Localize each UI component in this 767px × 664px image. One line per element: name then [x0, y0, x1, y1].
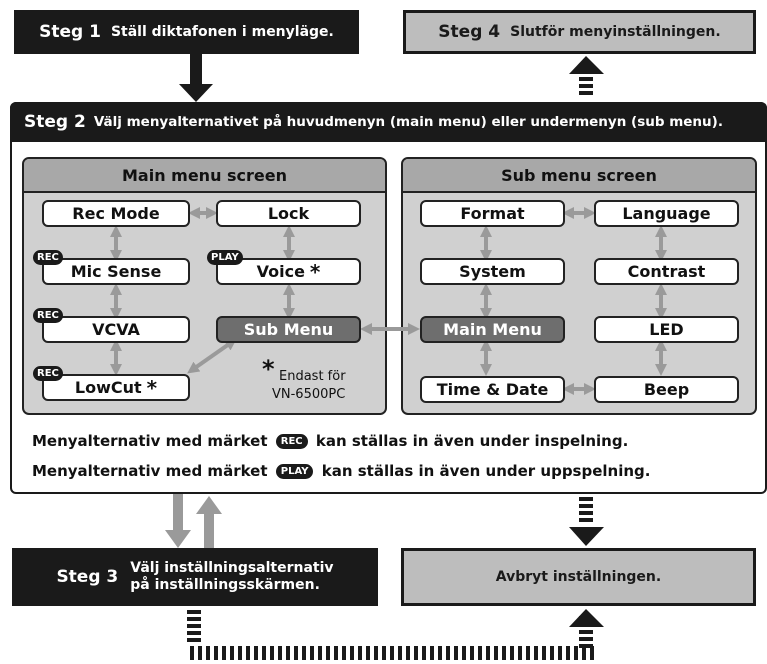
footnote-line2: VN-6500PC: [272, 387, 346, 402]
step1-text: Ställ diktafonen i menyläge.: [110, 24, 334, 40]
step1-box: Steg 1 Ställ diktafonen i menyläge.: [14, 10, 359, 54]
voice-asterisk: *: [309, 259, 321, 284]
lowcut-asterisk: *: [146, 375, 158, 400]
item-lock: Lock: [216, 200, 361, 227]
cancel-box: Avbryt inställningen.: [401, 548, 756, 606]
item-format: Format: [420, 200, 565, 227]
step2-header: Steg 2 Välj menyalternativet på huvudmen…: [10, 102, 767, 142]
step1-label: Steg 1: [39, 22, 101, 42]
item-led: LED: [594, 316, 739, 343]
arrow-step2-step3-down-shaft: [173, 494, 183, 532]
step3-text: Välj inställningsalternativ på inställni…: [130, 560, 333, 594]
item-lowcut: LowCut *: [42, 374, 190, 401]
item-main-menu-label: Main Menu: [443, 320, 542, 339]
item-sub-menu: Sub Menu: [216, 316, 361, 343]
item-system-label: System: [459, 262, 526, 281]
note-play-prefix: Menyalternativ med märket: [32, 462, 268, 480]
arrow-step3-cancel-head: [569, 609, 604, 627]
arrow-step3-cancel-dashes-down: [187, 610, 201, 642]
item-language: Language: [594, 200, 739, 227]
step2-label: Steg 2: [24, 112, 86, 132]
arrow-step2-step3-down-head: [165, 530, 191, 548]
arrow-step2-step4-head: [569, 56, 604, 74]
item-mic-sense-label: Mic Sense: [70, 262, 162, 281]
item-lowcut-label: LowCut: [74, 378, 142, 397]
item-sub-menu-label: Sub Menu: [243, 320, 334, 339]
item-mic-sense: Mic Sense: [42, 258, 190, 285]
step4-text: Slutför menyinställningen.: [510, 24, 721, 40]
step4-label: Steg 4: [438, 22, 501, 42]
step3-text-line2: på inställningsskärmen.: [130, 577, 320, 593]
item-time-date: Time & Date: [420, 376, 565, 403]
arrow-step2-cancel-head: [569, 527, 604, 546]
rec-badge-mic-sense: REC: [33, 250, 63, 265]
item-voice-label: Voice: [256, 262, 305, 281]
footnote-line1: Endast för: [279, 369, 346, 384]
item-rec-mode: Rec Mode: [42, 200, 190, 227]
arrow-step1-step2-head: [179, 84, 213, 102]
item-beep: Beep: [594, 376, 739, 403]
conn-lowcut-submenu: [187, 338, 237, 374]
item-led-label: LED: [649, 320, 684, 339]
arrow-step3-step2-up-shaft: [204, 512, 214, 548]
arrow-step2-step4-dashes: [579, 77, 593, 95]
item-time-date-label: Time & Date: [436, 380, 549, 399]
item-vcva: VCVA: [42, 316, 190, 343]
note-rec-suffix: kan ställas in även under inspelning.: [315, 432, 629, 450]
item-vcva-label: VCVA: [92, 320, 140, 339]
cancel-text: Avbryt inställningen.: [495, 569, 662, 585]
item-contrast-label: Contrast: [627, 262, 706, 281]
rec-badge-vcva: REC: [33, 308, 63, 323]
footnote-asterisk: *: [262, 355, 275, 383]
note-play-badge: PLAY: [275, 464, 314, 479]
step4-box: Steg 4 Slutför menyinställningen.: [403, 10, 756, 54]
arrow-step1-step2-shaft: [190, 54, 202, 86]
item-lock-label: Lock: [267, 204, 310, 223]
note-play-suffix: kan ställas in även under uppspelning.: [321, 462, 651, 480]
main-menu-title: Main menu screen: [24, 159, 385, 193]
item-language-label: Language: [622, 204, 711, 223]
play-badge-voice: PLAY: [207, 250, 243, 265]
sub-menu-title: Sub menu screen: [403, 159, 755, 193]
note-rec: Menyalternativ med märket REC kan ställa…: [32, 432, 628, 450]
note-play: Menyalternativ med märket PLAY kan ställ…: [32, 462, 650, 480]
arrow-step3-cancel-dashes-horizontal: [190, 646, 594, 660]
step3-label: Steg 3: [56, 567, 119, 587]
item-system: System: [420, 258, 565, 285]
item-beep-label: Beep: [643, 380, 690, 399]
item-voice: Voice *: [216, 258, 361, 285]
note-rec-badge: REC: [275, 434, 308, 449]
step3-box: Steg 3 Välj inställningsalternativ på in…: [12, 548, 378, 606]
step2-text: Välj menyalternativet på huvudmenyn (mai…: [93, 114, 723, 130]
item-rec-mode-label: Rec Mode: [72, 204, 160, 223]
arrow-step3-step2-up-head: [196, 496, 222, 514]
step3-text-line1: Välj inställningsalternativ: [130, 560, 334, 576]
note-rec-prefix: Menyalternativ med märket: [32, 432, 268, 450]
rec-badge-lowcut: REC: [33, 366, 63, 381]
item-main-menu: Main Menu: [420, 316, 565, 343]
arrow-step2-cancel-dashes: [579, 497, 593, 522]
item-contrast: Contrast: [594, 258, 739, 285]
item-format-label: Format: [460, 204, 525, 223]
